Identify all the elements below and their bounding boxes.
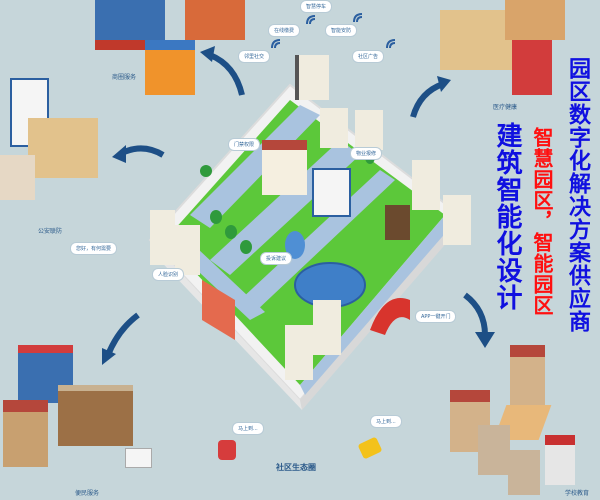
arrow-to-school-icon [463, 292, 495, 348]
park-tower-mid-2 [355, 110, 383, 150]
scooter-speech-bubble: 马上到... [232, 422, 264, 435]
label-gate-access: 门禁权限 [228, 138, 261, 151]
top-tag-2: 在线缴费 [268, 24, 301, 37]
top-tag-3: 智能安防 [325, 24, 358, 37]
office-building [312, 168, 351, 217]
express-building [58, 385, 133, 446]
arrow-to-police-icon [112, 145, 165, 163]
headline-tertiary: 建筑智能化设计 [492, 122, 522, 311]
park-tower-mid-1 [320, 108, 348, 148]
park-tower-bottom-2 [313, 300, 341, 355]
courthouse [0, 155, 35, 200]
hospital-red-tower [512, 40, 552, 95]
wifi-icon [386, 39, 396, 49]
label-face-recognition: 人脸识别 [152, 268, 185, 281]
zone-label-community-ecology: 社区生态圈 [276, 463, 316, 472]
headline-secondary: 智慧园区，智能园区 [530, 127, 554, 316]
tree [225, 225, 237, 239]
zone-label-school: 学校教育 [565, 490, 590, 497]
tree [210, 210, 222, 224]
tree [200, 165, 212, 177]
zone-label-public-security: 公安联防 [38, 228, 63, 235]
school-block-1 [478, 425, 510, 475]
zone-label-convenience: 便民服务 [75, 490, 100, 497]
arrow-to-convenience-icon [102, 312, 140, 365]
delivery-scooter [218, 440, 236, 460]
wifi-icon [306, 15, 316, 25]
zone-label-commerce: 商圈服务 [112, 74, 137, 81]
taxi-speech-bubble: 马上到... [370, 415, 402, 428]
top-tag-4: 邻里社交 [238, 50, 271, 63]
label-app-open-door: APP一键开门 [415, 310, 457, 323]
park-tower-right-1 [412, 160, 440, 210]
arrow-to-medical-icon [410, 76, 451, 118]
school-block-2 [508, 450, 540, 495]
tree [240, 240, 252, 254]
wifi-icon [271, 39, 281, 49]
park-tower-bottom-1 [285, 325, 313, 380]
brown-house [385, 205, 410, 240]
delivery-truck [125, 448, 152, 468]
commerce-building-cafe [185, 0, 245, 40]
school-house-2 [510, 345, 545, 412]
label-property-report: 物业报修 [350, 147, 383, 160]
park-tower-right-2 [443, 195, 471, 245]
police-station [28, 118, 98, 178]
label-complaint-suggestion: 投诉建议 [260, 252, 293, 265]
police-speech-bubble: 您好，有何需要 [70, 242, 118, 255]
wifi-icon [353, 13, 363, 23]
house-left [3, 400, 48, 467]
arrow-to-commerce-icon [200, 46, 245, 96]
top-tag-1: 智慧停车 [300, 0, 333, 13]
top-tag-5: 社区广告 [352, 50, 385, 63]
hospital-annex [505, 0, 565, 40]
headline-main: 园区数字化解决方案供应商 [565, 57, 590, 333]
villa [262, 140, 307, 195]
zone-label-medical: 医疗健康 [493, 104, 518, 111]
school-house-3 [545, 435, 575, 485]
park-tower-left-2 [175, 225, 200, 275]
park-tower-left-1 [150, 210, 175, 265]
park-tower-top [295, 55, 329, 100]
commerce-building-shop [145, 40, 195, 95]
